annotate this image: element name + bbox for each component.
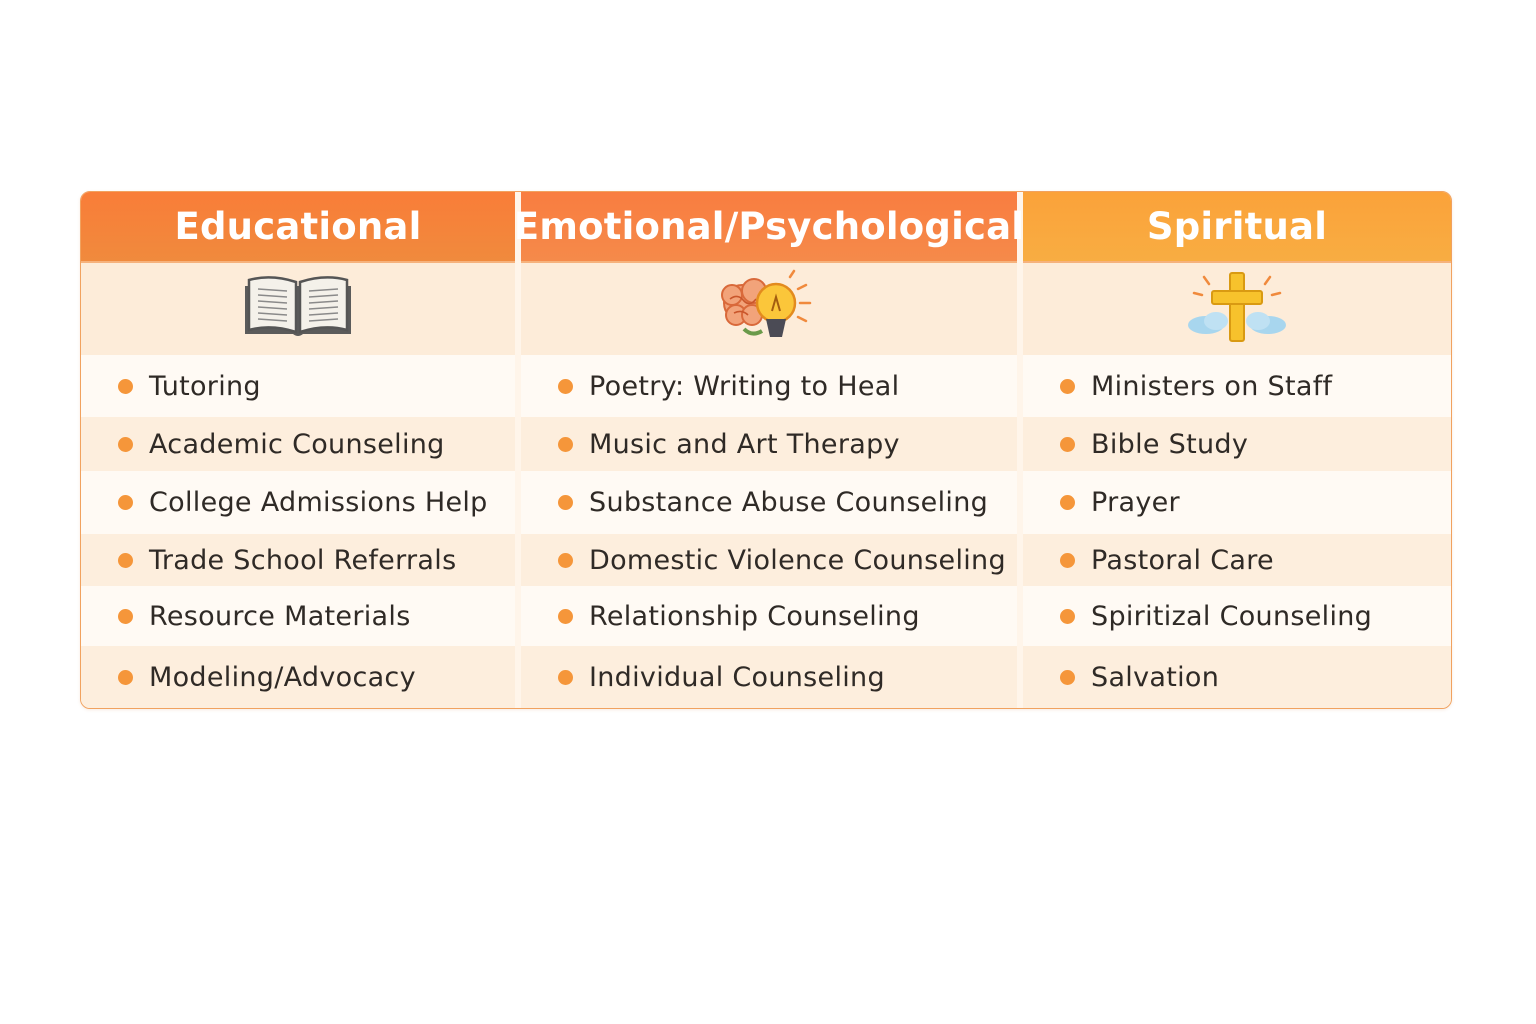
list-item: Modeling/Advocacy [81, 646, 515, 708]
bullet-icon [118, 494, 133, 510]
bullet-icon [1060, 494, 1075, 510]
bullet-icon [558, 378, 573, 394]
column-header-emotional-psychological: Emotional/Psychological [514, 192, 1024, 263]
list-item: Spiritizal Counseling [1023, 586, 1451, 647]
list-item: Poetry: Writing to Heal [521, 355, 1017, 418]
bullet-icon [118, 669, 133, 685]
open-book-icon [241, 272, 355, 346]
list-item: Bible Study [1023, 417, 1451, 471]
column-emotional-psychological: Emotional/Psychological [514, 192, 1024, 708]
column-spiritual: Spiritual Mini [1023, 192, 1451, 708]
bullet-icon [118, 436, 133, 452]
bullet-icon [558, 669, 573, 685]
list-item: Tutoring [81, 355, 515, 418]
list-item: Resource Materials [81, 586, 515, 647]
list-item: College Admissions Help [81, 470, 515, 534]
bullet-icon [118, 608, 133, 624]
bullet-icon [118, 552, 133, 568]
list-item: Domestic Violence Counseling [521, 533, 1017, 587]
bullet-icon [1060, 552, 1075, 568]
list-item: Academic Counseling [81, 417, 515, 471]
list-item: Prayer [1023, 470, 1451, 534]
column-educational: Educational Tutoring [81, 192, 515, 708]
column-header-educational: Educational [81, 192, 515, 263]
cross-icon [1182, 267, 1292, 351]
list-item: Individual Counseling [521, 646, 1017, 708]
column-header-spiritual: Spiritual [1023, 192, 1451, 263]
bullet-icon [558, 552, 573, 568]
services-table: Educational Tutoring [80, 191, 1452, 709]
bullet-icon [1060, 608, 1075, 624]
bullet-icon [558, 436, 573, 452]
list-item: Trade School Referrals [81, 533, 515, 587]
bullet-icon [1060, 378, 1075, 394]
list-item: Relationship Counseling [521, 586, 1017, 647]
list-item: Pastoral Care [1023, 533, 1451, 587]
bullet-icon [1060, 669, 1075, 685]
list-item: Ministers on Staff [1023, 355, 1451, 418]
brain-lightbulb-icon [714, 267, 824, 351]
list-item: Substance Abuse Counseling [521, 470, 1017, 534]
bullet-icon [118, 378, 133, 394]
list-item: Music and Art Therapy [521, 417, 1017, 471]
bullet-icon [1060, 436, 1075, 452]
list-item: Salvation [1023, 646, 1451, 708]
bullet-icon [558, 608, 573, 624]
bullet-icon [558, 494, 573, 510]
